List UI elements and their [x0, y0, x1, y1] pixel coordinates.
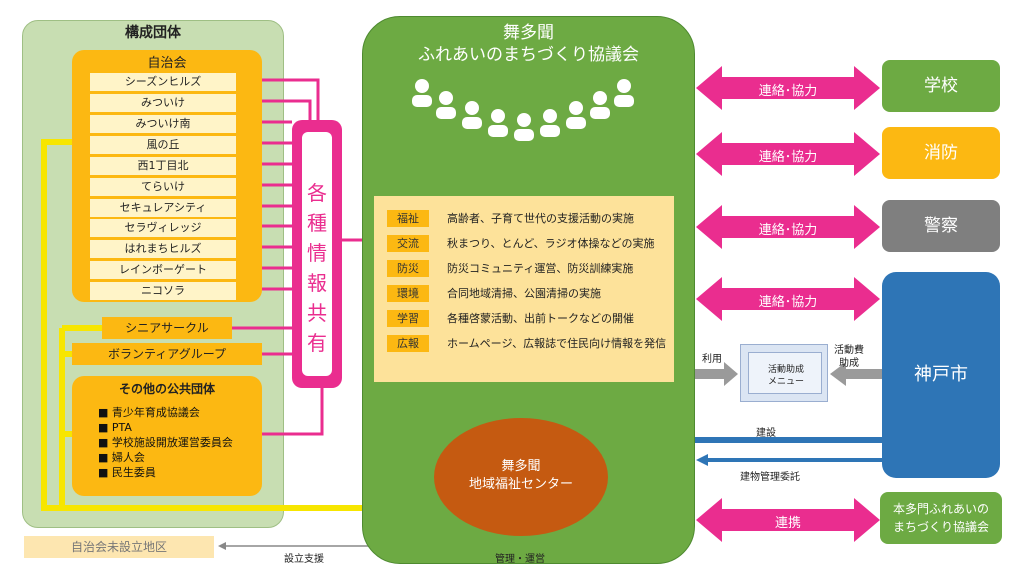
- jichikai-item: 風の丘: [90, 136, 236, 154]
- person-icon: [488, 109, 508, 137]
- person-icon: [614, 79, 634, 107]
- council-title-line1: 舞多聞: [503, 23, 554, 43]
- usage-label: 利用: [702, 354, 722, 365]
- jichikai-item: はれまちヒルズ: [90, 240, 236, 258]
- activity-tag: 交流: [387, 235, 429, 252]
- info-share-char: 報: [307, 271, 327, 295]
- activity-tag: 環境: [387, 285, 429, 302]
- person-icon: [514, 113, 534, 141]
- pink-arrows: [696, 66, 880, 542]
- honta-line1: 本多門ふれあいの: [892, 502, 989, 516]
- support-arrowhead: [218, 542, 226, 550]
- welfare-center-line1: 舞多聞: [501, 459, 541, 474]
- menu-line1: 活動助成: [767, 365, 804, 375]
- welfare-center-label: 舞多聞 地域福祉センター: [434, 458, 608, 494]
- honta-line2: まちづくり協議会: [892, 520, 989, 534]
- activity-text: 秋まつり、とんど、ラジオ体操などの実施: [447, 237, 655, 250]
- person-icon: [540, 109, 560, 137]
- member-groups-title: 構成団体: [125, 25, 181, 41]
- jichikai-item: セキュレアシティ: [90, 199, 236, 217]
- jichikai-item: セラヴィレッジ: [90, 219, 236, 237]
- cooperation-label-fire: 連絡･協力: [758, 150, 818, 165]
- activity-tag: 学習: [387, 310, 429, 327]
- public-group-item: ■ 民生委員: [98, 466, 156, 479]
- other-public-groups-box: [72, 376, 262, 496]
- activity-tag: 福祉: [387, 210, 429, 227]
- yellow-line-main: [41, 139, 444, 511]
- management-label: 管理・運営: [495, 554, 545, 565]
- info-share-label: 各 種 情 報 共 有: [302, 132, 332, 376]
- person-icon: [412, 79, 432, 107]
- arrow-fire: [696, 132, 880, 176]
- jichikai-box: [72, 50, 262, 302]
- subsidy-label: 活動費 助成: [834, 344, 864, 370]
- council-title: 舞多聞 ふれあいのまちづくり協議会: [362, 22, 695, 66]
- subsidy-menu-label: 活動助成 メニュー: [756, 364, 816, 388]
- setup-support-label: 設立支援: [284, 554, 324, 565]
- cooperation-label-kobe: 連絡･協力: [758, 295, 818, 310]
- partnership-label: 連携: [774, 516, 801, 531]
- gray-arrows: [692, 362, 882, 386]
- unestablished-areas: 自治会未設立地区: [24, 536, 214, 558]
- senior-circle: シニアサークル: [102, 317, 232, 339]
- activity-text: 高齢者、子育て世代の支援活動の実施: [447, 212, 634, 225]
- cooperation-label-school: 連絡･協力: [758, 84, 818, 99]
- kobe-city-box: [882, 272, 1000, 478]
- activity-text: 防災コミュニティ運営、防災訓練実施: [447, 262, 634, 275]
- police-box: 警察: [882, 200, 1000, 252]
- other-public-groups-title: その他の公共団体: [118, 382, 215, 396]
- public-group-item: ■ 青少年育成協議会: [98, 406, 200, 419]
- public-group-item: ■ PTA: [98, 421, 132, 434]
- activity-text: ホームページ、広報誌で住民向け情報を発信: [447, 337, 667, 350]
- arrow-school: [696, 66, 880, 110]
- arrow-kobe: [696, 277, 880, 321]
- jichikai-item: ニコソラ: [90, 282, 236, 300]
- activity-tag: 広報: [387, 335, 429, 352]
- construction-label: 建設: [756, 428, 776, 439]
- subsidy-line1: 活動費: [834, 345, 864, 356]
- jichikai-item: シーズンヒルズ: [90, 73, 236, 91]
- info-share-char: 情: [307, 241, 327, 265]
- jichikai-item: みついけ南: [90, 115, 236, 133]
- info-share-char: 有: [307, 331, 327, 355]
- jichikai-title: 自治会: [147, 56, 187, 71]
- jichikai-item: てらいけ: [90, 178, 236, 196]
- yellow-connectors: [41, 139, 444, 511]
- info-share-char: 種: [307, 211, 327, 235]
- menu-line2: メニュー: [767, 377, 804, 387]
- school-box: 学校: [882, 60, 1000, 112]
- person-icon: [462, 101, 482, 129]
- info-share-char: 各: [307, 181, 327, 205]
- subsidy-line2: 助成: [839, 358, 859, 369]
- building-management-label: 建物管理委託: [740, 472, 800, 483]
- person-icon: [590, 91, 610, 119]
- person-icon: [436, 91, 456, 119]
- activity-text: 各種啓蒙活動、出前トークなどの開催: [447, 312, 634, 325]
- public-group-item: ■ 学校施設開放運営委員会: [98, 436, 233, 449]
- council-title-line2: ふれあいのまちづくり協議会: [418, 45, 639, 65]
- jichikai-item: レインボーゲート: [90, 261, 236, 279]
- kobe-city-label: 神戸市: [914, 364, 968, 385]
- activity-tag: 防災: [387, 260, 429, 277]
- person-icon: [566, 101, 586, 129]
- arrow-police: [696, 205, 880, 249]
- welfare-center: [434, 418, 608, 536]
- jichikai-item: みついけ: [90, 94, 236, 112]
- jichikai-item: 西1丁目北: [90, 157, 236, 175]
- honta-council-box: 本多門ふれあいの まちづくり協議会: [880, 492, 1002, 544]
- info-share-char: 共: [307, 301, 327, 325]
- welfare-center-line2: 地域福祉センター: [468, 477, 573, 492]
- cooperation-label-police: 連絡･協力: [758, 223, 818, 238]
- document-icon: [748, 352, 822, 394]
- activity-text: 合同地域清掃、公園清掃の実施: [447, 287, 601, 300]
- fire-dept-box: 消防: [882, 127, 1000, 179]
- volunteer-group: ボランティアグループ: [72, 343, 262, 365]
- arrow-honta: [696, 498, 880, 542]
- public-group-item: ■ 婦人会: [98, 451, 145, 464]
- people-icons: [412, 79, 634, 141]
